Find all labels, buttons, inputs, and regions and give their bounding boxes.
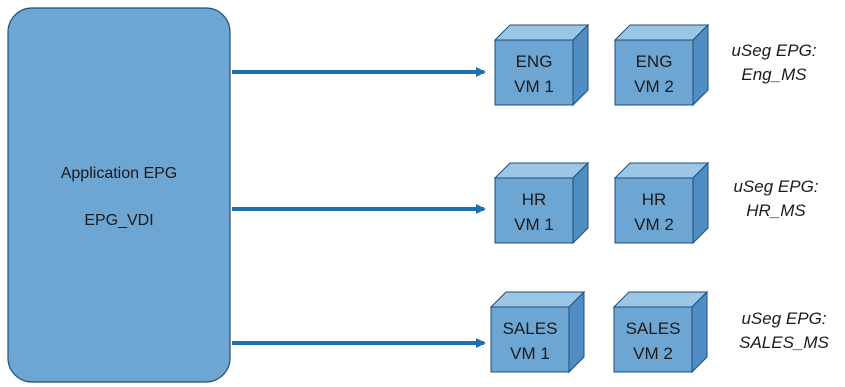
useg-epg-label: uSeg EPG: [733,177,818,196]
vm-label-line1: ENG [516,52,553,71]
vm-cube-hr-2: HR VM 2 [613,161,710,245]
useg-epg-label: uSeg EPG: [741,309,826,328]
vm-label-line1: SALES [503,319,558,338]
useg-epg-label: uSeg EPG: [731,41,816,60]
vm-label-line1: HR [522,190,547,209]
vm-label-line2: VM 2 [633,344,673,363]
vm-label-line1: SALES [626,319,681,338]
vm-label-line2: VM 1 [514,215,554,234]
useg-epg-name: Eng_MS [741,65,807,84]
vm-cube-hr-1: HR VM 1 [493,161,590,245]
application-epg-name: EPG_VDI [84,212,153,229]
vm-cube-sales-1: SALES VM 1 [489,290,586,374]
vm-label-line1: HR [642,190,667,209]
vm-cube-eng-2: ENG VM 2 [613,23,710,107]
vm-label-line2: VM 1 [510,344,550,363]
vm-cube-eng-1: ENG VM 1 [493,23,590,107]
vm-label-line2: VM 2 [634,77,674,96]
application-epg-title: Application EPG [61,165,178,182]
vm-label-line1: ENG [636,52,673,71]
useg-epg-name: HR_MS [746,201,806,220]
vm-cube-sales-2: SALES VM 2 [612,290,709,374]
vm-label-line2: VM 2 [634,215,674,234]
vm-label-line2: VM 1 [514,77,554,96]
useg-epg-name: SALES_MS [739,333,829,352]
application-epg-box [7,7,231,383]
